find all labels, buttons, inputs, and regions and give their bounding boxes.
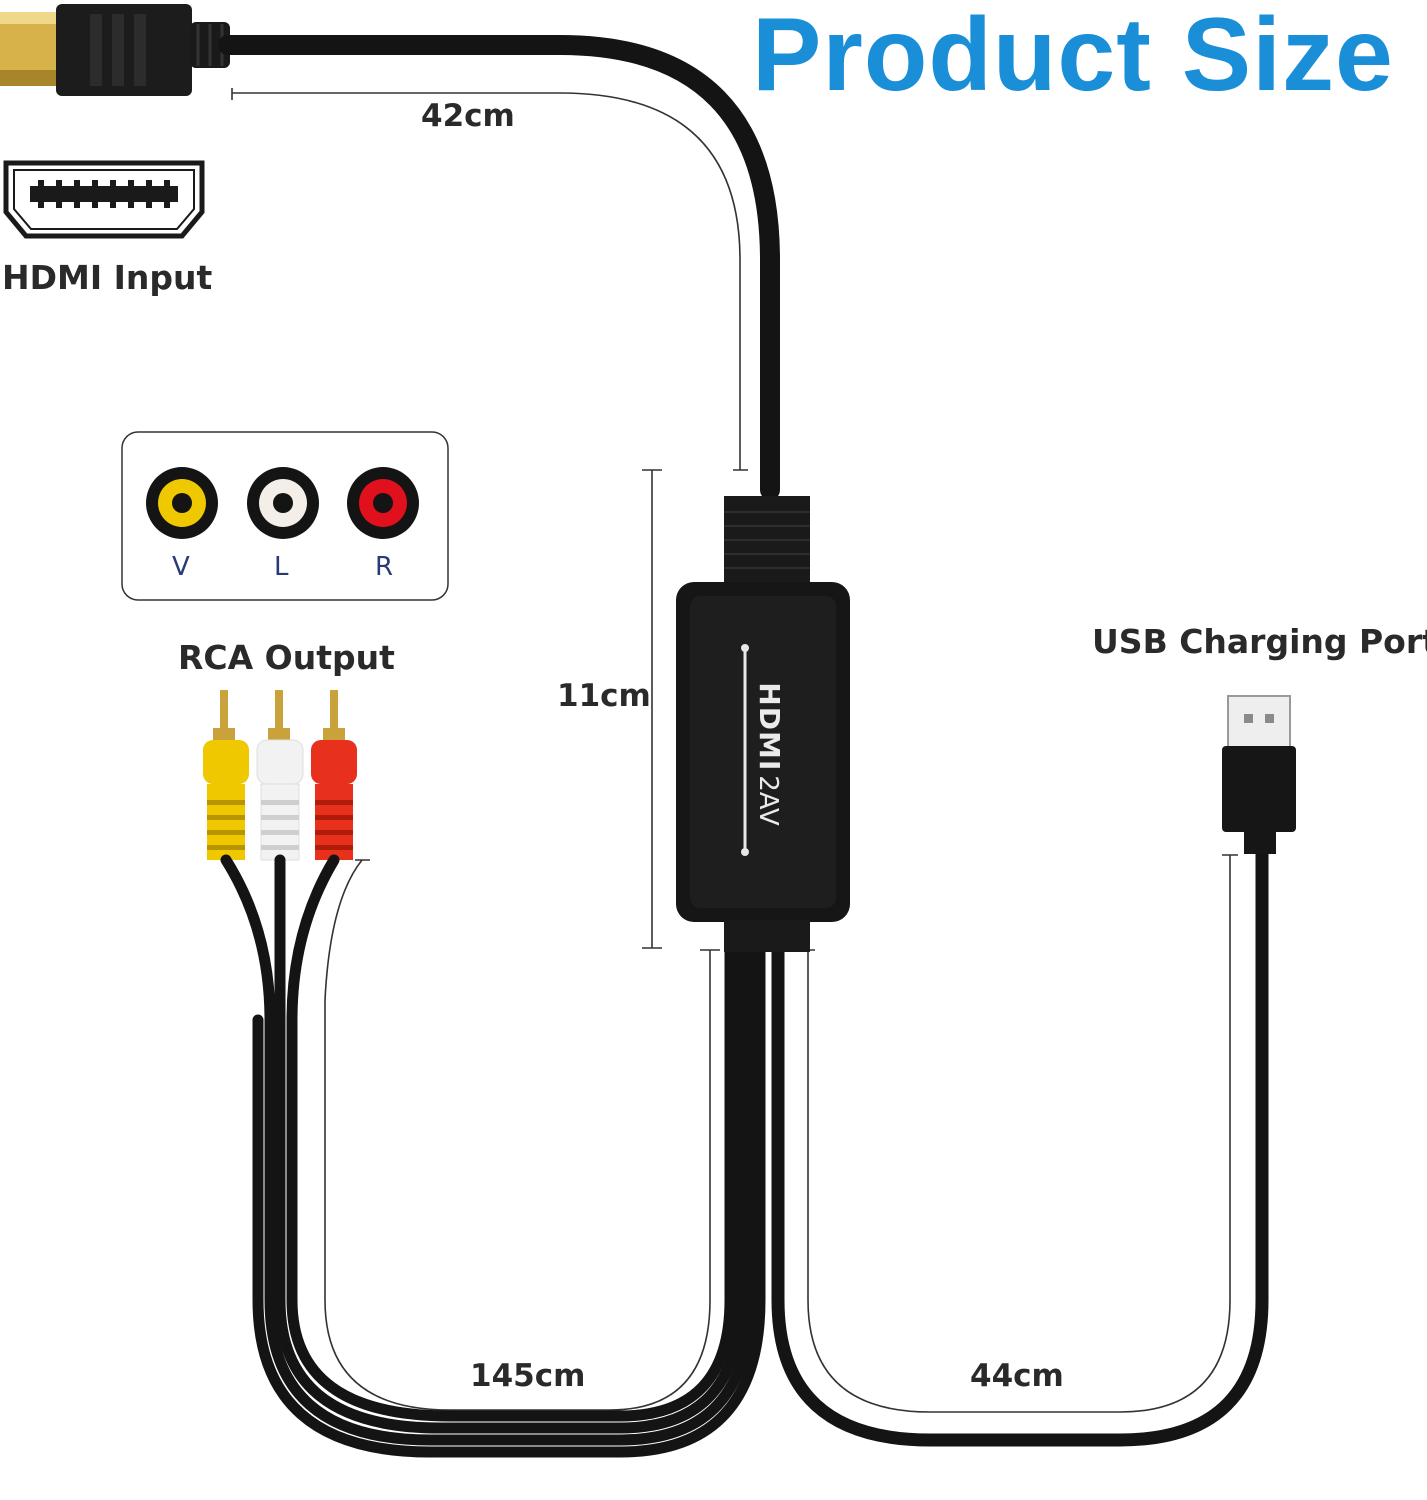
rca-channel-l: L xyxy=(274,552,289,582)
usb-port-label: USB Charging Port xyxy=(1092,622,1427,661)
rca-plug-video xyxy=(203,690,249,860)
rca-jack-left xyxy=(247,467,319,539)
rca-plug-left xyxy=(256,690,304,861)
adapter-box xyxy=(676,496,850,952)
usb-plug xyxy=(1222,695,1296,854)
hdmi-input-label: HDMI Input xyxy=(2,258,213,297)
rca-plug-right xyxy=(311,690,357,860)
hdmi-plug xyxy=(0,4,230,96)
hdmi-cable xyxy=(218,35,780,500)
dimension-guides xyxy=(231,88,1238,1413)
rca-jack-video xyxy=(146,467,218,539)
hdmi-logo xyxy=(741,644,749,856)
dimension-rca-cable: 145cm xyxy=(470,1358,586,1394)
page-title: Product Size xyxy=(752,0,1394,113)
rca-channel-v: V xyxy=(172,552,190,582)
rca-output-label: RCA Output xyxy=(178,638,395,677)
usb-cable xyxy=(771,843,1269,1447)
dimension-usb-cable: 44cm xyxy=(970,1358,1064,1394)
adapter-logo-text: HDMI2AV xyxy=(750,654,786,854)
adapter-logo-suffix: 2AV xyxy=(753,775,783,826)
adapter-logo-brand: HDMI xyxy=(753,682,786,772)
rca-cables xyxy=(220,854,766,1458)
dimension-hdmi-cable: 42cm xyxy=(421,98,515,134)
dimension-adapter-body: 11cm xyxy=(557,678,651,714)
rca-jack-panel xyxy=(121,431,449,601)
hdmi-port-icon xyxy=(3,160,205,239)
rca-channel-r: R xyxy=(375,552,394,582)
rca-jack-right xyxy=(347,467,419,539)
